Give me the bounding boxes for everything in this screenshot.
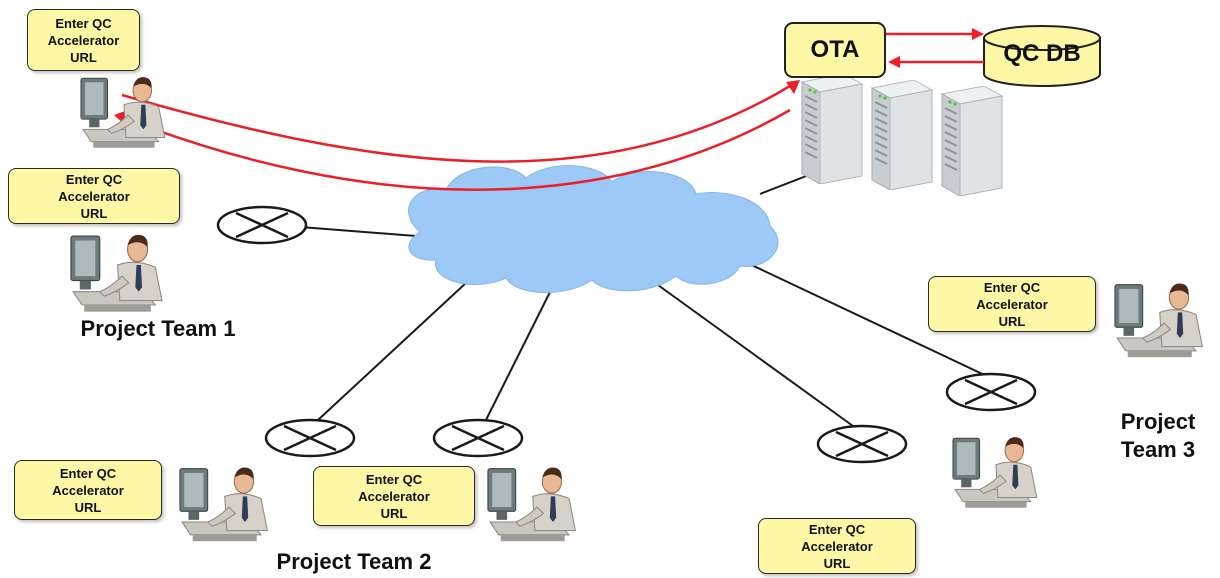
server-rack-icon	[801, 74, 1003, 196]
network-cloud-icon	[408, 165, 779, 294]
person-at-computer-icon	[179, 466, 268, 542]
network-links	[261, 165, 994, 427]
url-note: Enter QC Accelerator URL	[928, 276, 1096, 332]
ota-box: OTA	[784, 22, 886, 78]
request-arrows	[121, 84, 791, 191]
url-note: Enter QC Accelerator URL	[27, 9, 140, 71]
person-at-computer-icon	[952, 436, 1038, 509]
url-note: Enter QC Accelerator URL	[14, 460, 162, 520]
link-router-team3b	[723, 251, 994, 380]
router-icon	[432, 418, 524, 458]
router-icon	[816, 424, 908, 464]
team-label-1: Project Team 1	[80, 316, 236, 341]
link-router-team2a	[317, 269, 481, 421]
team-label-3: Project Team 3	[1120, 409, 1196, 462]
url-note: Enter QC Accelerator URL	[8, 168, 180, 224]
ota-label: OTA	[810, 36, 860, 63]
router-icon	[264, 418, 356, 458]
team-label-2: Project Team 2	[276, 549, 432, 574]
router-icon	[216, 205, 308, 245]
person-at-computer-icon	[487, 466, 576, 542]
url-note: Enter QC Accelerator URL	[758, 518, 916, 574]
qc-db-label: QC DB	[1003, 40, 1081, 67]
arrowhead-to-ota	[786, 80, 800, 94]
person-at-computer-icon	[70, 234, 163, 313]
url-note: Enter QC Accelerator URL	[313, 466, 475, 526]
router-icon	[945, 372, 1037, 412]
link-router-team2b	[485, 271, 561, 421]
person-at-computer-icon	[1114, 282, 1203, 358]
ota-db-arrows	[886, 28, 984, 68]
link-router-team3a	[639, 271, 854, 427]
database-cylinder-icon	[983, 25, 1101, 87]
